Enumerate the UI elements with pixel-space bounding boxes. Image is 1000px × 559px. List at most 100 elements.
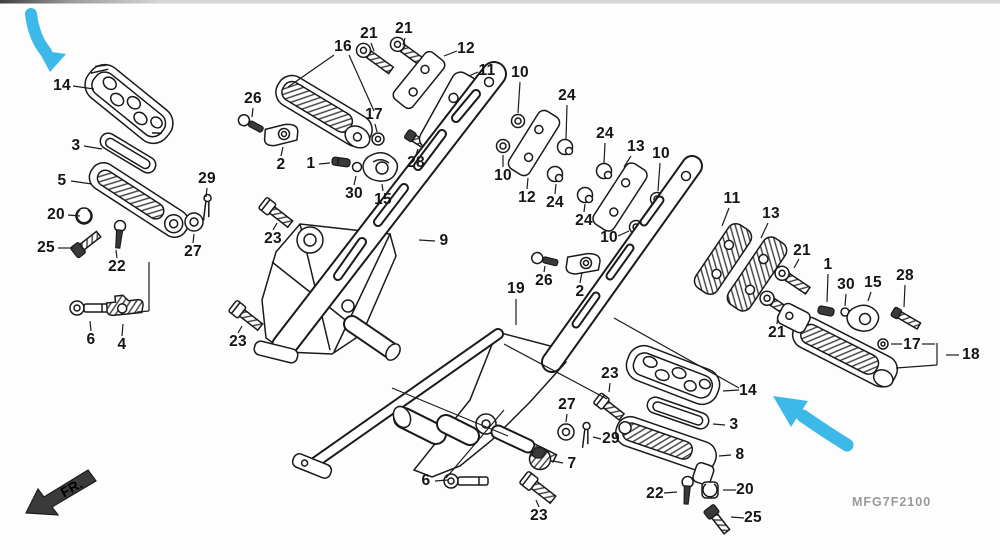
- joint-case-15-right: [846, 304, 880, 332]
- leader-line: [192, 233, 195, 244]
- footrest-bar-rear-8: [614, 415, 718, 486]
- leader-line: [272, 222, 278, 231]
- part-label-16: 16: [334, 38, 352, 55]
- leader-line: [760, 222, 769, 239]
- part-label-24: 24: [546, 194, 564, 211]
- mount-rubber-24-d: [576, 186, 594, 204]
- leader-line: [552, 460, 564, 464]
- part-label-29: 29: [198, 170, 216, 187]
- leader-line: [121, 323, 124, 337]
- leader-line: [136, 310, 150, 313]
- part-label-26: 26: [244, 90, 262, 107]
- mount-rubber-24-b: [546, 165, 564, 183]
- cotter-pin-29-rear: [581, 421, 591, 448]
- leader-line: [895, 364, 938, 369]
- part-label-20: 20: [47, 206, 65, 223]
- part-label-1: 1: [824, 256, 833, 273]
- part-label-6: 6: [87, 331, 96, 348]
- leader-line: [418, 239, 436, 242]
- stopper-bolt-22-rear: [681, 475, 694, 505]
- part-label-2: 2: [576, 283, 585, 300]
- leader-line: [72, 85, 95, 90]
- part-label-9: 9: [440, 232, 449, 249]
- socket-bolt-23-lower-left: [228, 300, 264, 332]
- leader-line: [867, 291, 872, 302]
- joint-cap-20-rear: [701, 481, 719, 499]
- front-direction-arrow: FR.: [25, 469, 97, 516]
- stopper-bolt-22-left: [113, 219, 127, 249]
- footrest-bar-left-5: [88, 161, 190, 239]
- leader-line: [903, 284, 906, 308]
- leader-line: [623, 155, 632, 168]
- washer-27-left: [184, 212, 204, 232]
- part-label-8: 8: [736, 446, 745, 463]
- leader-line: [287, 54, 335, 88]
- leader-line: [370, 42, 375, 52]
- leader-line: [89, 320, 92, 332]
- leader-line: [445, 409, 505, 479]
- leader-line: [535, 499, 540, 508]
- step-plate-12-upper: [392, 50, 446, 110]
- highlight-arrow-bottom-right: [773, 396, 854, 452]
- footpeg-plate-left-3: [99, 132, 157, 174]
- part-label-24: 24: [596, 125, 614, 142]
- leader-line: [565, 104, 568, 140]
- part-label-12: 12: [457, 40, 475, 57]
- leader-line: [70, 180, 93, 185]
- part-label-17: 17: [365, 106, 383, 123]
- leader-line: [434, 479, 449, 482]
- part-label-3: 3: [730, 416, 739, 433]
- leader-line: [237, 325, 243, 334]
- part-label-27: 27: [184, 243, 202, 260]
- part-label-23: 23: [530, 507, 548, 524]
- leader-line: [554, 183, 557, 195]
- part-label-21: 21: [793, 242, 811, 259]
- leader-line: [443, 50, 458, 57]
- mount-rubber-24-a: [556, 138, 574, 156]
- part-label-11: 11: [479, 62, 496, 79]
- part-label-5: 5: [58, 172, 67, 189]
- leader-line: [543, 265, 546, 273]
- part-label-22: 22: [108, 258, 126, 275]
- leader-line: [657, 162, 661, 192]
- leader-line: [115, 249, 118, 259]
- joint-pin-1-left: [331, 156, 351, 168]
- part-label-25: 25: [744, 509, 762, 526]
- footpeg-rubber-left-14: [84, 63, 174, 145]
- part-label-20: 20: [736, 481, 754, 498]
- part-label-15: 15: [374, 191, 392, 208]
- nut-17-right: [877, 338, 889, 350]
- joint-pin-1-right: [817, 305, 835, 317]
- part-label-22: 22: [646, 485, 664, 502]
- footpeg-plate-rear-3: [646, 396, 710, 430]
- leader-line: [415, 148, 419, 156]
- step-rubber-11-right: [693, 222, 753, 296]
- flange-bolt-21-upper-left: [355, 42, 395, 75]
- leader-line: [526, 177, 529, 190]
- part-label-11: 11: [724, 190, 741, 207]
- socket-bolt-23-upper-left: [258, 197, 294, 229]
- mount-nut-10-b: [495, 138, 511, 154]
- part-label-10: 10: [494, 167, 512, 184]
- mount-nut-10-a: [510, 113, 526, 129]
- joint-knob-7: [528, 446, 552, 471]
- leader-line: [251, 107, 254, 118]
- part-label-21: 21: [768, 324, 786, 341]
- washer-27-rear: [557, 423, 575, 441]
- steel-ball-30-left: [351, 161, 363, 173]
- pivot-bolt-26-left: [237, 113, 264, 133]
- leader-line: [503, 343, 608, 400]
- leader-line: [374, 123, 378, 133]
- step-rubber-13-right: [726, 236, 788, 312]
- part-label-15: 15: [864, 274, 882, 291]
- part-label-24: 24: [558, 87, 576, 104]
- part-label-10: 10: [511, 64, 529, 81]
- leader-line: [730, 516, 745, 519]
- part-label-1: 1: [307, 155, 316, 172]
- leader-line: [722, 389, 740, 392]
- leader-line: [718, 454, 732, 457]
- part-label-23: 23: [264, 230, 282, 247]
- step-bracket-2-rear: [565, 252, 601, 275]
